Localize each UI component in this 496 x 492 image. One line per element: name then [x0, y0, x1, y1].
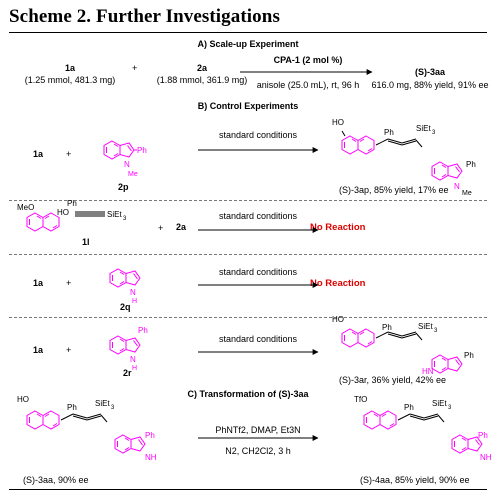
row4-standard-conditions: standard conditions [218, 334, 298, 344]
svg-text:Ph: Ph [384, 128, 394, 137]
scaleup-catalyst: CPA-1 (2 mol %) [273, 55, 343, 65]
svg-text:Ph: Ph [137, 146, 147, 155]
indole-2p-n: N [124, 160, 130, 169]
scaleup-reagent-1-amount: (1.25 mmol, 481.3 mg) [24, 75, 116, 85]
svg-text:Ph: Ph [464, 351, 474, 360]
svg-text:SiEt: SiEt [418, 322, 433, 331]
svg-text:3: 3 [432, 130, 436, 136]
row1-product: (S)-3ap, 85% yield, 17% ee [339, 185, 449, 195]
svg-text:MeO: MeO [17, 203, 34, 212]
svg-text:Ph: Ph [67, 199, 77, 208]
row4-plus: + [66, 345, 72, 355]
indole-2r-structure: Ph N H [109, 326, 148, 372]
svg-text:N: N [130, 288, 136, 297]
svg-text:Ph: Ph [145, 431, 155, 440]
row2-plus: + [158, 223, 164, 233]
row1-divider [9, 200, 487, 201]
row1-partner-label: 2p [118, 182, 129, 192]
svg-text:SiEt: SiEt [416, 124, 431, 133]
indole-2q-structure: N H [109, 268, 141, 305]
bottom-rule [9, 489, 487, 490]
svg-text:Ph: Ph [67, 403, 77, 412]
svg-text:SiEt: SiEt [107, 210, 122, 219]
row1-plus: + [66, 149, 72, 159]
svg-text:3: 3 [434, 328, 438, 334]
row3-partner-label: 2q [120, 302, 131, 312]
svg-text:N: N [454, 182, 460, 191]
transform-reagents: PhNTf2, DMAP, Et3N [215, 425, 301, 435]
row2-reagent-label: 1l [82, 237, 90, 247]
svg-text:Ph: Ph [382, 323, 392, 332]
row4-partner-label: 2r [123, 368, 132, 378]
row2-divider [9, 254, 487, 255]
row2-standard-conditions: standard conditions [218, 211, 298, 221]
row2-no-reaction: No Reaction [310, 222, 366, 233]
row1-standard-conditions: standard conditions [218, 130, 298, 140]
scaleup-reagent-2: 2a [196, 63, 207, 73]
svg-text:Ph: Ph [478, 431, 488, 440]
svg-text:3: 3 [123, 216, 127, 222]
section-c-header: C) Transformation of (S)-3aa [9, 389, 487, 402]
svg-text:Ph: Ph [404, 403, 414, 412]
row3-divider [9, 317, 487, 318]
svg-text:SiEt: SiEt [432, 399, 447, 408]
svg-text:3: 3 [448, 405, 452, 411]
scaleup-product-result: 616.0 mg, 88% yield, 91% ee [371, 80, 489, 90]
scaleup-product-label: (S)-3aa [414, 67, 445, 77]
svg-text:HO: HO [332, 315, 344, 324]
svg-text:Me: Me [128, 171, 138, 178]
svg-text:NH: NH [480, 453, 492, 462]
transform-product-label: (S)-4aa, 85% yield, 90% ee [360, 475, 470, 485]
scheme-title: Scheme 2. Further Investigations [9, 6, 280, 27]
svg-text:NH: NH [145, 453, 157, 462]
transform-start-label: (S)-3aa, 90% ee [23, 475, 89, 485]
top-rule [9, 32, 487, 33]
svg-text:H: H [132, 298, 137, 305]
scaleup-plus: + [132, 63, 138, 73]
svg-text:H: H [132, 365, 137, 372]
scaleup-conditions: anisole (25.0 mL), rt, 96 h [256, 80, 360, 90]
scaleup-reagent-2-amount: (1.88 mmol, 361.9 mg) [156, 75, 248, 85]
svg-text:Ph: Ph [466, 160, 476, 169]
svg-text:TfO: TfO [354, 395, 367, 404]
scaleup-reagent-1: 1a [64, 63, 75, 73]
section-a-header: A) Scale-up Experiment [9, 39, 487, 52]
row3-no-reaction: No Reaction [310, 278, 366, 289]
row3-standard-conditions: standard conditions [218, 267, 298, 277]
svg-text:3: 3 [111, 405, 115, 411]
svg-text:N: N [130, 355, 136, 364]
row2-partner: 2a [176, 222, 187, 232]
row4-reagent: 1a [33, 345, 44, 355]
svg-text:Me: Me [462, 190, 472, 197]
indole-2p-structure: Ph N Me [103, 140, 147, 178]
svg-text:SiEt: SiEt [95, 399, 110, 408]
section-b-header: B) Control Experiments [9, 101, 487, 114]
svg-text:HO: HO [332, 118, 344, 127]
row1-reagent: 1a [33, 149, 44, 159]
svg-text:Ph: Ph [138, 326, 148, 335]
row4-product: (S)-3ar, 36% yield, 42% ee [339, 375, 447, 385]
row3-plus: + [66, 278, 72, 288]
svg-text:HO: HO [17, 395, 29, 404]
row3-reagent: 1a [33, 278, 44, 288]
svg-text:HO: HO [57, 208, 69, 217]
transform-conditions: N2, CH2Cl2, 3 h [225, 446, 291, 456]
svg-text:HN: HN [422, 367, 434, 376]
